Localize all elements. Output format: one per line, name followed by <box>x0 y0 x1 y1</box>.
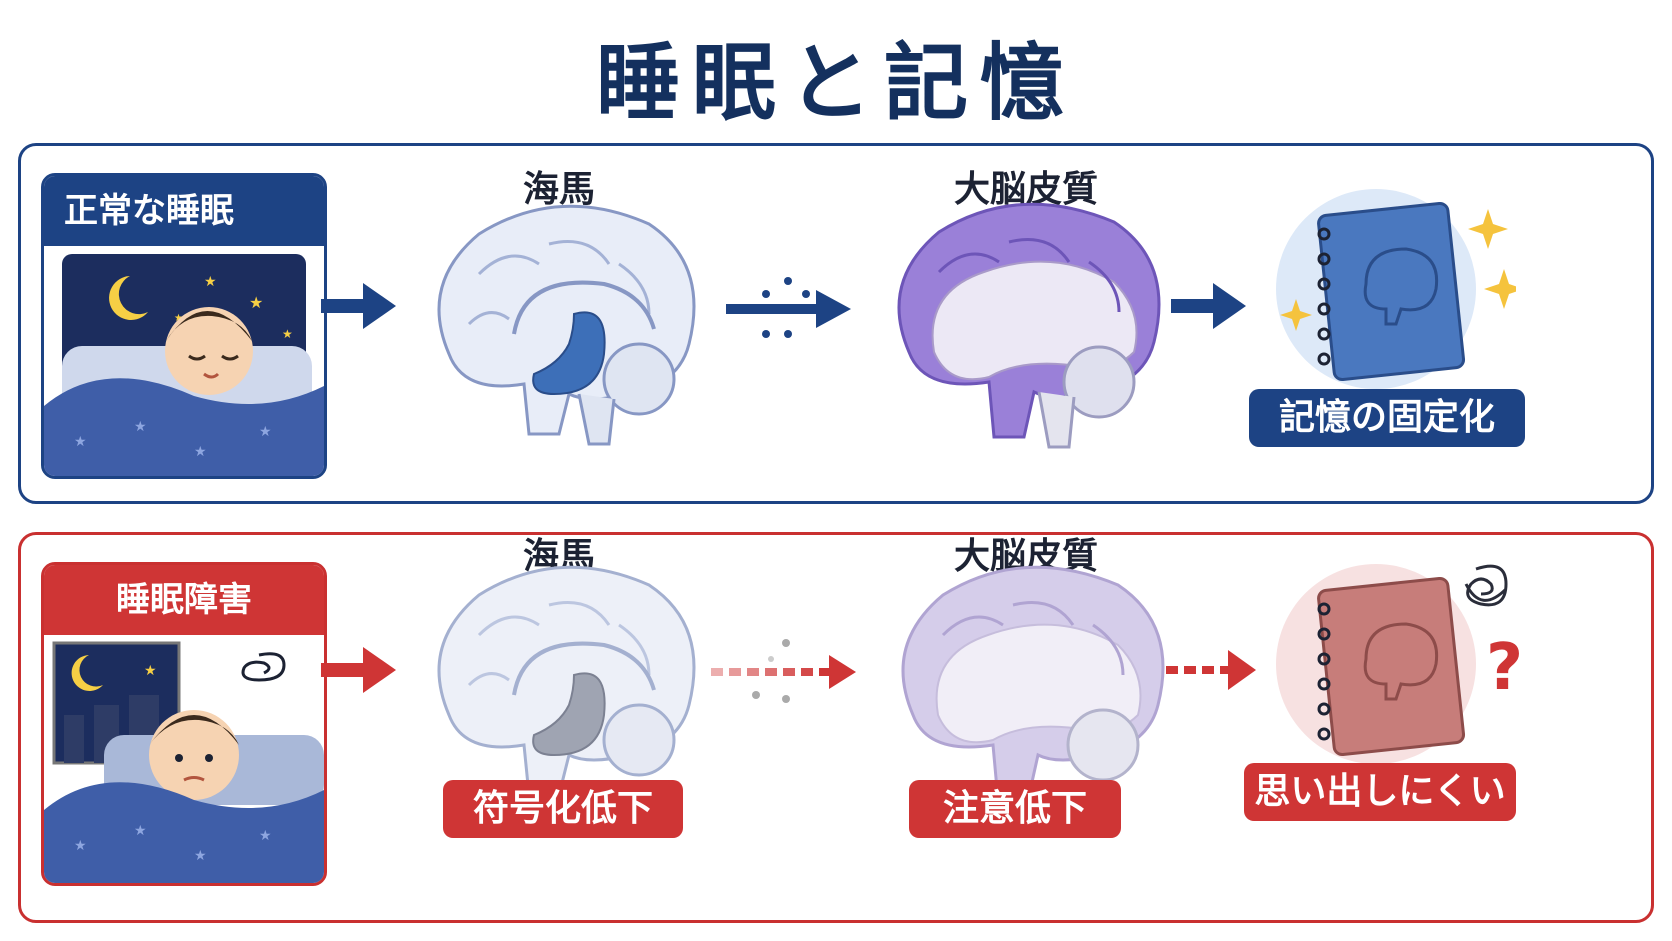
sleep-disorder-panel: 睡眠障害 ★ ★ ★ ★ ★ 海馬 符号 <box>18 532 1654 923</box>
sleep-disorder-card: 睡眠障害 ★ ★ ★ ★ ★ <box>41 562 327 886</box>
normal-sleep-card: 正常な睡眠 ★ ★ ★ ★ ★ ★ ★ ★ <box>41 173 327 479</box>
sleeping-child-illustration: ★ ★ ★ ★ ★ ★ ★ ★ <box>44 254 324 476</box>
moon-icon <box>71 655 103 691</box>
svg-text:★: ★ <box>144 663 157 679</box>
hippocampus-label: 海馬 <box>522 169 595 210</box>
dotted-arrow-right-icon <box>726 277 851 338</box>
svg-text:★: ★ <box>259 424 272 440</box>
memory-consolidation-label: 記憶の固定化 <box>1249 389 1525 447</box>
hippocampus-region <box>532 672 606 757</box>
arrow-right-icon <box>1171 283 1246 329</box>
hippocampus-brain-illustration-faded <box>437 565 696 797</box>
dashed-arrow-right-icon <box>711 639 856 703</box>
normal-sleep-heading: 正常な睡眠 <box>44 176 324 246</box>
svg-text:★: ★ <box>194 444 207 460</box>
sparkle-icon <box>1468 209 1508 249</box>
svg-text:★: ★ <box>282 327 293 341</box>
arrow-right-icon <box>321 283 396 329</box>
svg-text:★: ★ <box>204 274 217 290</box>
svg-text:★: ★ <box>194 848 207 864</box>
svg-text:★: ★ <box>249 293 263 312</box>
hard-to-recall-label: 思い出しにくい <box>1244 763 1516 821</box>
forgotten-notebook-illustration: ? <box>1276 564 1523 764</box>
dizzy-icon <box>241 652 286 682</box>
question-mark-icon: ? <box>1486 631 1523 705</box>
svg-text:★: ★ <box>134 823 147 839</box>
hippocampus-region <box>532 311 606 396</box>
sparkle-icon <box>1484 269 1516 309</box>
sleep-disorder-heading: 睡眠障害 <box>44 565 324 635</box>
moon-icon <box>109 276 148 320</box>
tangled-scribble-icon <box>1464 564 1508 607</box>
memory-notebook-illustration <box>1276 189 1516 389</box>
attention-decline-label: 注意低下 <box>909 780 1121 838</box>
cortex-brain-illustration-faded <box>901 565 1165 802</box>
dashed-arrow-right-icon <box>1166 650 1256 690</box>
brain-icon <box>1363 622 1439 701</box>
svg-text:★: ★ <box>259 828 272 844</box>
svg-text:★: ★ <box>134 419 147 435</box>
arrow-right-icon <box>321 647 396 693</box>
hippocampus-brain-illustration <box>437 204 696 446</box>
encoding-decline-label: 符号化低下 <box>443 780 683 838</box>
normal-sleep-panel: 正常な睡眠 ★ ★ ★ ★ ★ ★ ★ ★ 海馬 <box>18 143 1654 504</box>
page-title: 睡眠と記憶 <box>595 34 1076 132</box>
cortex-brain-illustration <box>897 202 1161 449</box>
sleepless-child-illustration: ★ ★ ★ ★ ★ <box>44 641 324 883</box>
sparkle-icon <box>1280 299 1312 331</box>
svg-text:★: ★ <box>74 434 87 450</box>
svg-text:★: ★ <box>174 313 183 324</box>
svg-text:★: ★ <box>74 838 87 854</box>
brain-icon <box>1363 247 1439 326</box>
